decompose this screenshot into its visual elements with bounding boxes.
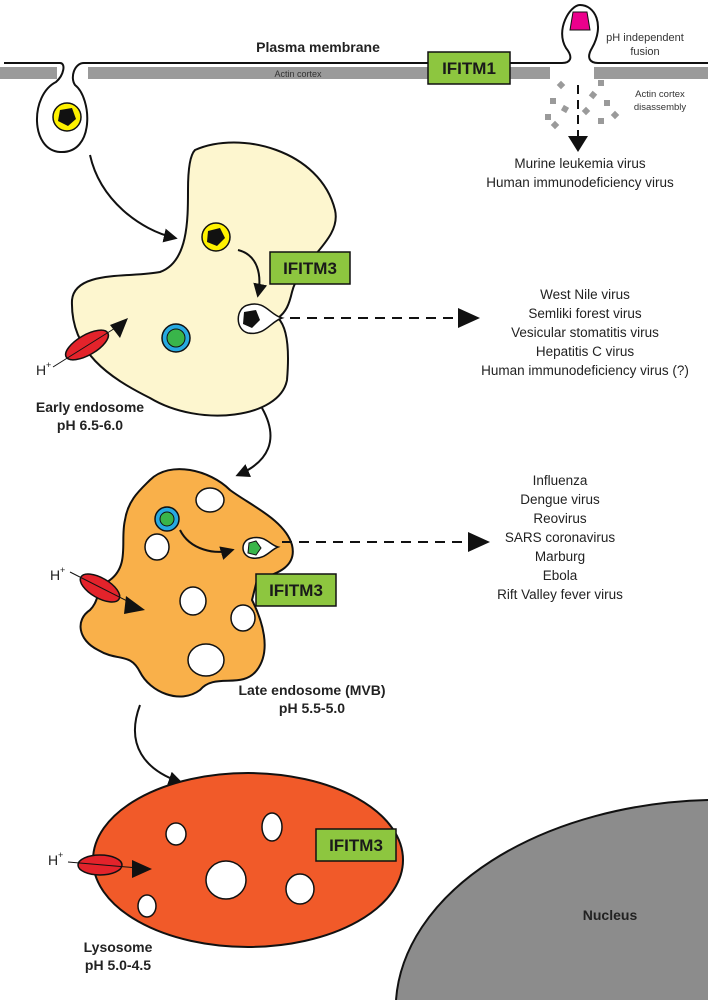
virus-fusing-early <box>237 303 285 335</box>
intraluminal-vesicles-lysosome <box>137 812 315 918</box>
ifitm3-box-early <box>269 251 351 285</box>
ifitm3-box-late <box>255 573 337 607</box>
fusion-arrow-early <box>237 249 268 298</box>
proton-pump-late: H+ <box>50 565 145 614</box>
ifitm1-box <box>427 51 511 85</box>
virus-blue-late <box>154 506 180 532</box>
pink-virus-capsid <box>569 11 591 31</box>
early-endosome <box>70 141 337 417</box>
virus-yellow-invagination <box>52 102 82 132</box>
intraluminal-vesicles-late <box>144 487 256 677</box>
svg-text:+: + <box>58 850 63 860</box>
svg-text:Vesicular stomatitis virus: Vesicular stomatitis virus <box>511 325 659 340</box>
svg-text:Dengue virus: Dengue virus <box>520 492 600 507</box>
ifitm3-label-early: IFITM3 <box>283 259 337 278</box>
ifitm3-label-late: IFITM3 <box>269 581 323 600</box>
virus-fusing-late <box>242 536 281 559</box>
svg-text:H: H <box>50 567 60 583</box>
maturation-arrow-2 <box>134 704 183 785</box>
svg-text:Murine leukemia virus: Murine leukemia virus <box>514 156 646 171</box>
actin-cortex <box>0 67 708 79</box>
svg-text:West Nile virus: West Nile virus <box>540 287 630 302</box>
late-endosome-label: Late endosome (MVB)pH 5.5-5.0 <box>238 682 385 716</box>
late-endosome <box>79 468 294 698</box>
proton-pump-early: H+ <box>36 318 128 378</box>
virus-yellow-early <box>201 222 231 252</box>
nucleus-envelope <box>395 799 708 1000</box>
fusion-arrow-late <box>179 529 235 560</box>
nucleus <box>396 800 708 1000</box>
svg-text:H: H <box>36 362 46 378</box>
ifitm3-box-lysosome <box>315 828 397 862</box>
late-endosome-virus-list: Influenza Dengue virus Reovirus SARS cor… <box>497 473 623 602</box>
early-endosome-virus-list: West Nile virus Semliki forest virus Ves… <box>481 287 689 378</box>
svg-text:H: H <box>48 852 58 868</box>
ph-independent-virus-list: Murine leukemia virus Human immunodefici… <box>486 156 674 190</box>
actin-fragments <box>545 80 620 130</box>
svg-text:Influenza: Influenza <box>533 473 588 488</box>
plasma-membrane-label: Plasma membrane <box>256 39 380 55</box>
svg-text:SARS coronavirus: SARS coronavirus <box>505 530 616 545</box>
svg-text:Human immunodeficiency virus: Human immunodeficiency virus <box>486 175 674 190</box>
svg-text:Marburg: Marburg <box>535 549 585 564</box>
endocytosis-arrow <box>89 154 178 243</box>
svg-text:Reovirus: Reovirus <box>533 511 587 526</box>
svg-text:Ebola: Ebola <box>543 568 578 583</box>
plasma-membrane <box>4 3 708 154</box>
proton-pump-lysosome: H+ <box>48 850 152 878</box>
svg-text:+: + <box>60 565 65 575</box>
ifitm1-label: IFITM1 <box>442 59 496 78</box>
virus-blue-early <box>161 323 191 353</box>
nucleus-label: Nucleus <box>583 907 638 923</box>
actin-cortex-label: Actin cortex <box>274 69 322 79</box>
svg-text:+: + <box>46 360 51 370</box>
maturation-arrow-1 <box>235 407 272 477</box>
svg-text:Hepatitis C virus: Hepatitis C virus <box>536 344 635 359</box>
svg-text:Rift Valley fever virus: Rift Valley fever virus <box>497 587 623 602</box>
svg-text:Human immunodeficiency virus (: Human immunodeficiency virus (?) <box>481 363 689 378</box>
ifitm3-label-lysosome: IFITM3 <box>329 836 383 855</box>
svg-text:Semliki forest virus: Semliki forest virus <box>528 306 642 321</box>
